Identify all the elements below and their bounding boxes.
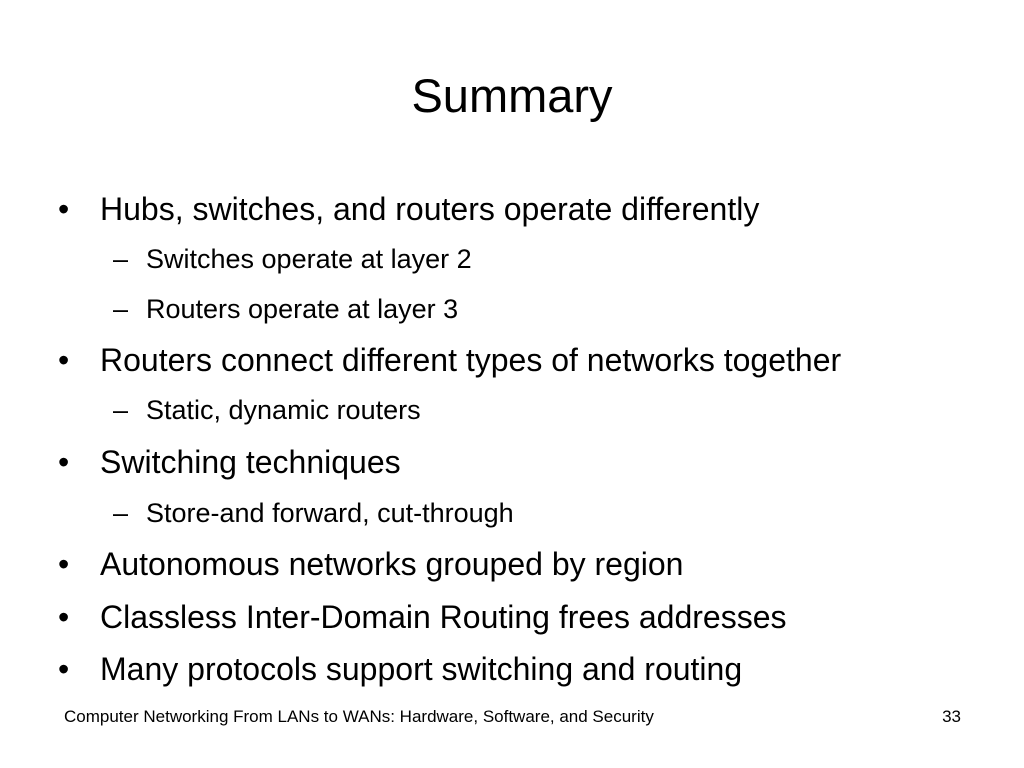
bullet-item: • Switching techniques: [58, 442, 401, 482]
bullet-marker: •: [58, 191, 70, 227]
page-number: 33: [942, 707, 961, 726]
bullet-marker: •: [58, 599, 70, 635]
sub-bullet-item: – Switches operate at layer 2: [113, 242, 472, 276]
bullet-text: Switching techniques: [100, 444, 401, 480]
sub-bullet-marker: –: [113, 498, 129, 528]
slide-title: Summary: [411, 69, 613, 122]
sub-bullet-item: – Static, dynamic routers: [113, 393, 421, 427]
bullet-marker: •: [58, 342, 70, 378]
bullet-text: Routers connect different types of netwo…: [100, 342, 842, 378]
bullet-item: • Classless Inter-Domain Routing frees a…: [58, 597, 787, 637]
bullet-item: • Hubs, switches, and routers operate di…: [58, 189, 760, 229]
sub-bullet-text: Static, dynamic routers: [146, 395, 421, 425]
bullet-list: • Hubs, switches, and routers operate di…: [58, 189, 842, 689]
bullet-text: Many protocols support switching and rou…: [100, 651, 743, 687]
sub-bullet-text: Routers operate at layer 3: [146, 294, 459, 324]
bullet-marker: •: [58, 651, 70, 687]
sub-bullet-item: – Routers operate at layer 3: [113, 292, 459, 326]
bullet-item: • Autonomous networks grouped by region: [58, 544, 684, 584]
bullet-marker: •: [58, 444, 70, 480]
bullet-item: • Many protocols support switching and r…: [58, 649, 743, 689]
sub-bullet-text: Store-and forward, cut-through: [146, 498, 514, 528]
slide-footer: Computer Networking From LANs to WANs: H…: [64, 707, 654, 726]
bullet-text: Hubs, switches, and routers operate diff…: [100, 191, 760, 227]
bullet-text: Classless Inter-Domain Routing frees add…: [100, 599, 787, 635]
bullet-text: Autonomous networks grouped by region: [100, 546, 684, 582]
sub-bullet-marker: –: [113, 244, 129, 274]
sub-bullet-marker: –: [113, 294, 129, 324]
sub-bullet-item: – Store-and forward, cut-through: [113, 496, 514, 530]
bullet-marker: •: [58, 546, 70, 582]
bullet-item: • Routers connect different types of net…: [58, 340, 842, 380]
sub-bullet-marker: –: [113, 395, 129, 425]
sub-bullet-text: Switches operate at layer 2: [146, 244, 472, 274]
